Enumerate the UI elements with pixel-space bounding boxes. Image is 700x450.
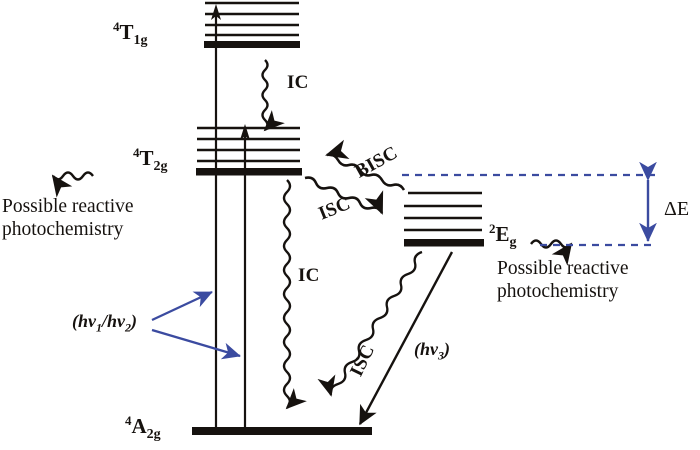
state-label-eg-subscript: g [509, 235, 517, 251]
annotation-photochem-right-line2: photochemistry [497, 280, 619, 302]
process-label-ic-lower: IC [298, 265, 320, 286]
ic-upper-wavy-arrow [261, 59, 285, 132]
state-label-eg-superscript: 2 [489, 221, 496, 236]
photochem-right-wavy-arrow [530, 239, 573, 266]
hv-pointer-arrow-upper [151, 290, 213, 322]
excitation-energy-label: (hv1/hv2) [72, 312, 137, 334]
annotation-photochem-left-line2: photochemistry [2, 218, 124, 240]
state-label-t1g: 4T1g [113, 20, 148, 49]
state-manifold-t2g [196, 126, 302, 176]
state-manifold-eg [404, 191, 484, 247]
state-label-t2g-subscript: 2g [153, 159, 168, 175]
state-label-a2g-subscript: 2g [146, 427, 161, 443]
isc-upper-wavy-arrow [304, 176, 384, 215]
state-level-eg-origin [404, 239, 484, 247]
delta-e-label: ΔE [664, 198, 690, 220]
excitation-paren-close: ) [131, 311, 138, 331]
state-label-t2g: 4T2g [133, 146, 168, 175]
state-label-t1g-term: T [119, 20, 134, 44]
hv-pointer-arrow-lower [151, 328, 241, 360]
state-label-a2g-superscript: 4 [125, 413, 132, 428]
delta-e-dashed-lines [402, 173, 655, 247]
state-level-a2g-ground [192, 427, 372, 435]
state-level-t2g-origin [196, 168, 302, 176]
excitation-paren-open: ( [72, 311, 78, 331]
annotation-photochem-right: Possible reactive photochemistry [497, 258, 629, 303]
isc-lower-wavy-arrow [317, 250, 423, 397]
state-label-t2g-term: T [139, 146, 154, 170]
state-label-a2g-term: A [131, 414, 147, 438]
excitation-separator: / [102, 311, 108, 331]
excitation-hv2-index: 2 [125, 320, 132, 335]
bisc-wavy-arrow [325, 139, 406, 191]
excitation-hv1-index: 1 [96, 320, 102, 335]
photochem-left-wavy-arrow [51, 171, 94, 198]
excitation-arrow-hv1 [211, 4, 221, 431]
emission-hv3-index: 3 [438, 348, 444, 363]
emission-hv3-symbol: hv [420, 339, 438, 359]
state-label-eg: 2Eg [489, 222, 517, 251]
state-manifold-a2g [192, 427, 372, 435]
excitation-hv2-symbol: hv [107, 311, 126, 331]
state-label-a2g: 4A2g [125, 414, 161, 443]
emission-energy-label: (hv3) [414, 340, 450, 362]
emission-arrow-hv3 [358, 251, 454, 426]
state-label-eg-term: E [495, 222, 510, 246]
emission-paren-open: ( [414, 339, 420, 359]
state-level-t1g-origin [204, 41, 300, 48]
process-label-ic-upper: IC [287, 72, 309, 93]
state-manifold-t1g [204, 1, 300, 48]
annotation-photochem-left-line1: Possible reactive [2, 196, 134, 217]
ic-lower-wavy-arrow [282, 179, 307, 410]
state-label-t1g-superscript: 4 [113, 19, 120, 34]
annotation-photochem-right-line1: Possible reactive [497, 258, 629, 279]
excitation-arrow-hv2 [240, 124, 250, 431]
state-label-t1g-subscript: 1g [133, 33, 148, 49]
excitation-hv1-symbol: hv [78, 311, 96, 331]
annotation-photochem-left: Possible reactive photochemistry [2, 196, 134, 241]
state-label-t2g-superscript: 4 [133, 145, 140, 160]
emission-paren-close: ) [444, 339, 450, 359]
